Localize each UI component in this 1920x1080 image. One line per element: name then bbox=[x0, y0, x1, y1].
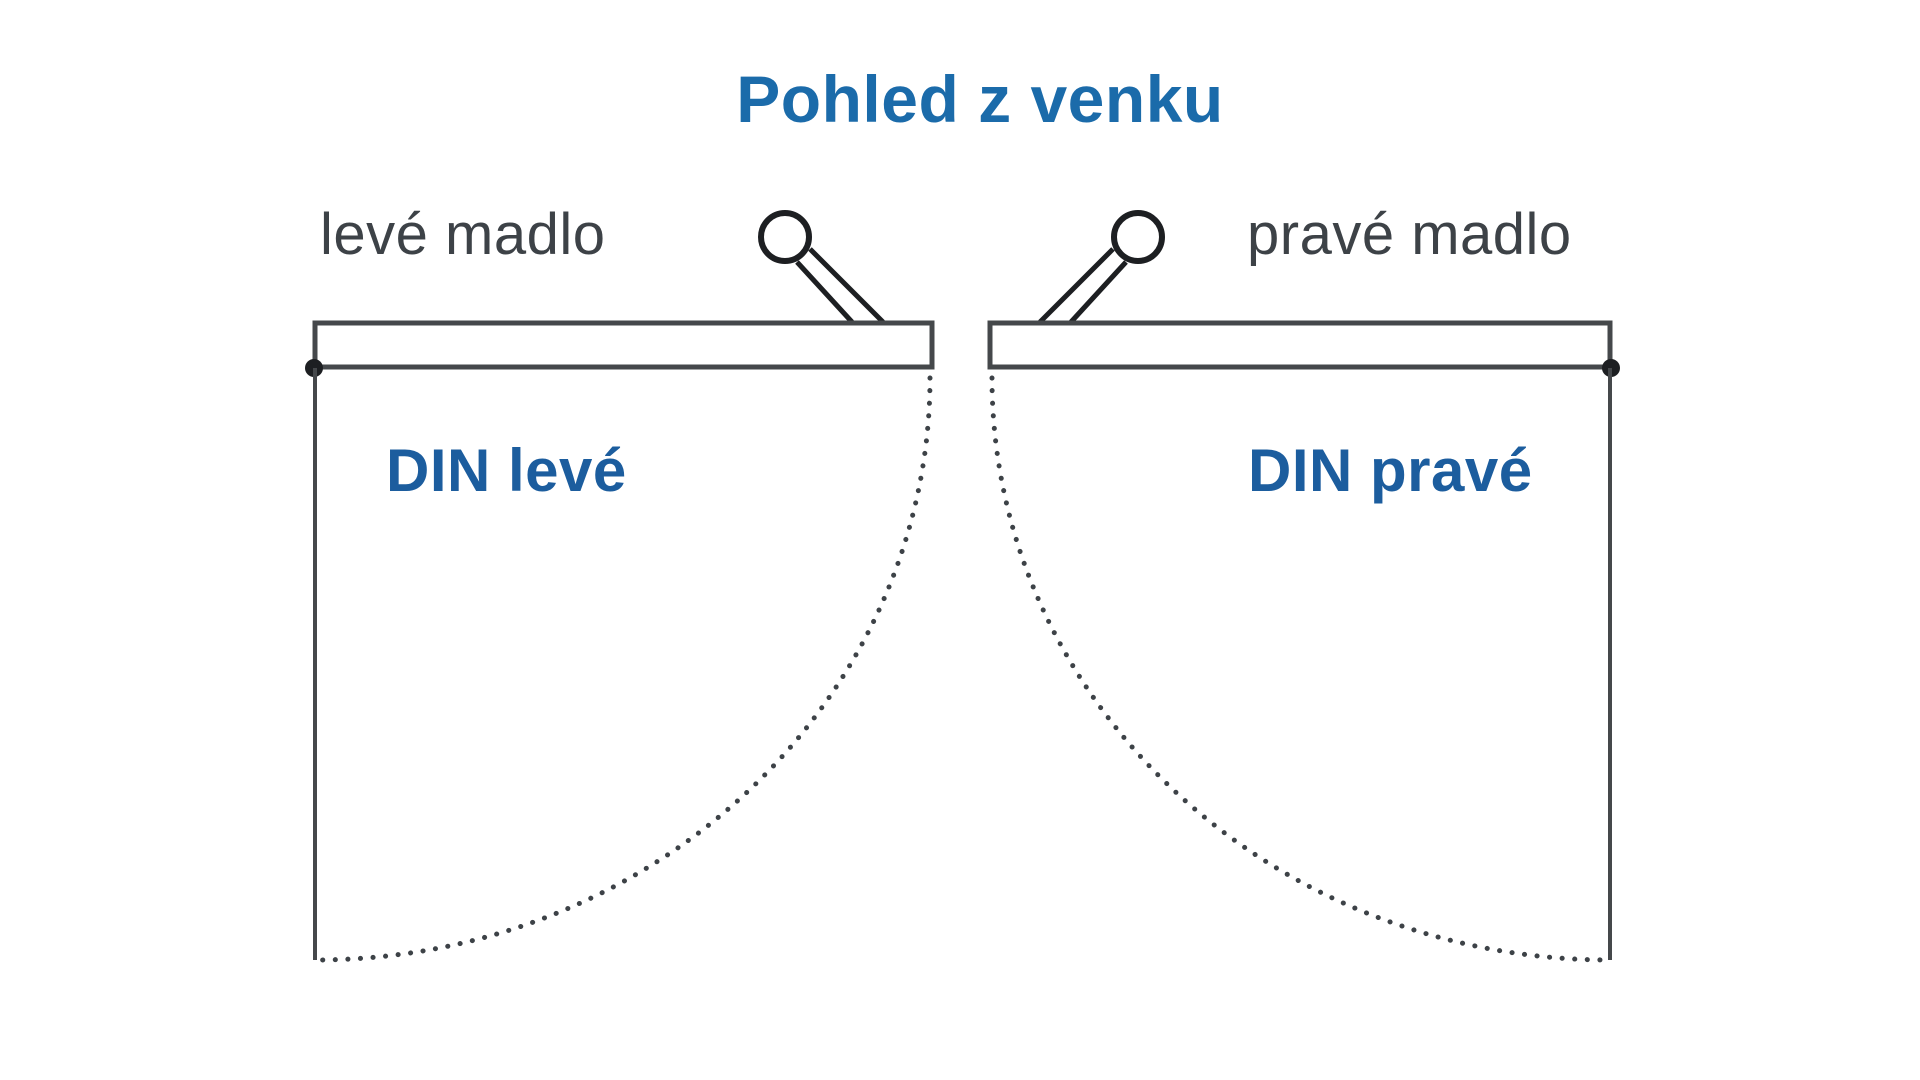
left-swing-arc bbox=[312, 375, 933, 963]
right-handle-label: pravé madlo bbox=[1247, 202, 1572, 267]
right-door bbox=[987, 210, 1620, 963]
page-title: Pohled z venku bbox=[736, 62, 1224, 136]
right-swing-arc bbox=[989, 375, 1613, 963]
din-left-label: DIN levé bbox=[386, 437, 627, 504]
left-door-handle-shaft-icon bbox=[795, 247, 885, 324]
din-right-label: DIN pravé bbox=[1248, 437, 1533, 504]
left-door-knob-icon bbox=[758, 210, 812, 264]
right-door-knob-icon bbox=[1111, 210, 1165, 264]
left-handle-label: levé madlo bbox=[320, 202, 606, 267]
left-door-panel bbox=[312, 320, 935, 370]
right-door-panel bbox=[987, 320, 1613, 370]
right-door-handle-shaft-icon bbox=[1038, 247, 1128, 324]
left-door bbox=[305, 210, 935, 963]
